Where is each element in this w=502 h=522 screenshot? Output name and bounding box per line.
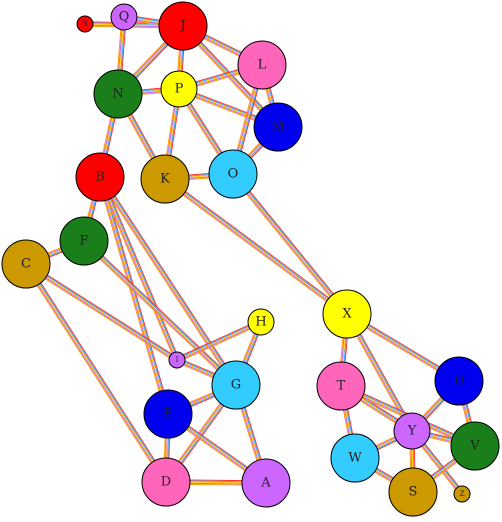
node-label: X bbox=[342, 307, 352, 322]
node-i: I bbox=[168, 351, 186, 369]
edge-B-G bbox=[97, 175, 239, 387]
node-a: A bbox=[241, 458, 291, 508]
node-circle bbox=[330, 433, 380, 483]
edge-B-I bbox=[97, 175, 180, 362]
node-label: H bbox=[255, 315, 266, 330]
node-circle bbox=[158, 1, 208, 51]
node-label: U bbox=[454, 374, 465, 389]
node-q: Q bbox=[110, 3, 138, 31]
node-u: U bbox=[434, 356, 484, 406]
edge-C-D bbox=[23, 262, 169, 484]
edge-C-I bbox=[24, 261, 179, 363]
node-label: T bbox=[337, 379, 346, 394]
node-circle bbox=[110, 3, 138, 31]
node-r: R bbox=[76, 15, 94, 33]
node-x: X bbox=[322, 289, 372, 339]
edge-B-E bbox=[97, 176, 171, 415]
node-label: R bbox=[82, 20, 88, 28]
node-label: L bbox=[258, 58, 267, 73]
node-label: W bbox=[348, 451, 362, 466]
node-label: Z bbox=[460, 490, 465, 498]
node-label: A bbox=[260, 476, 271, 491]
node-k: K bbox=[140, 154, 190, 204]
node-c: C bbox=[1, 239, 51, 289]
node-p: P bbox=[160, 70, 198, 108]
node-circle bbox=[316, 361, 366, 411]
node-circle bbox=[208, 149, 258, 199]
node-circle bbox=[76, 15, 94, 33]
node-circle bbox=[388, 467, 438, 517]
node-s: S bbox=[388, 467, 438, 517]
node-circle bbox=[237, 40, 287, 90]
node-label: F bbox=[79, 234, 88, 249]
node-label: P bbox=[175, 82, 184, 97]
node-label: O bbox=[228, 167, 239, 182]
node-z: Z bbox=[453, 485, 471, 503]
node-circle bbox=[59, 216, 109, 266]
node-circle bbox=[253, 102, 303, 152]
edge-F-G bbox=[82, 239, 238, 387]
node-label: B bbox=[95, 170, 105, 185]
node-circle bbox=[75, 152, 125, 202]
node-w: W bbox=[330, 433, 380, 483]
node-y: Y bbox=[393, 412, 431, 450]
node-circle bbox=[143, 389, 193, 439]
node-g: G bbox=[211, 360, 261, 410]
edge-K-X bbox=[163, 176, 349, 317]
node-circle bbox=[241, 458, 291, 508]
node-label: I bbox=[176, 356, 179, 364]
node-circle bbox=[211, 360, 261, 410]
node-circle bbox=[168, 351, 186, 369]
node-label: M bbox=[271, 120, 284, 135]
node-label: Q bbox=[119, 10, 130, 25]
node-n: N bbox=[93, 69, 143, 119]
node-label: K bbox=[160, 172, 170, 187]
node-f: F bbox=[59, 216, 109, 266]
node-label: S bbox=[409, 485, 418, 500]
node-o: O bbox=[208, 149, 258, 199]
node-label: Y bbox=[407, 424, 417, 439]
node-circle bbox=[247, 308, 275, 336]
node-circle bbox=[453, 485, 471, 503]
node-v: V bbox=[450, 421, 500, 471]
node-label: E bbox=[163, 407, 173, 422]
node-m: M bbox=[253, 102, 303, 152]
node-circle bbox=[1, 239, 51, 289]
node-circle bbox=[434, 356, 484, 406]
node-label: C bbox=[21, 257, 31, 272]
node-d: D bbox=[141, 457, 191, 507]
edge-I-H bbox=[175, 319, 263, 363]
edge-O-X bbox=[230, 172, 350, 316]
node-h: H bbox=[247, 308, 275, 336]
node-circle bbox=[450, 421, 500, 471]
node-l: L bbox=[237, 40, 287, 90]
node-label: D bbox=[161, 475, 171, 490]
node-circle bbox=[322, 289, 372, 339]
node-b: B bbox=[75, 152, 125, 202]
node-e: E bbox=[143, 389, 193, 439]
node-label: N bbox=[112, 87, 123, 102]
node-circle bbox=[140, 154, 190, 204]
node-circle bbox=[141, 457, 191, 507]
node-circle bbox=[93, 69, 143, 119]
node-circle bbox=[160, 70, 198, 108]
node-j: J bbox=[158, 1, 208, 51]
node-t: T bbox=[316, 361, 366, 411]
node-label: G bbox=[231, 378, 241, 393]
node-circle bbox=[393, 412, 431, 450]
node-label: V bbox=[469, 439, 480, 454]
node-label: J bbox=[178, 19, 185, 34]
